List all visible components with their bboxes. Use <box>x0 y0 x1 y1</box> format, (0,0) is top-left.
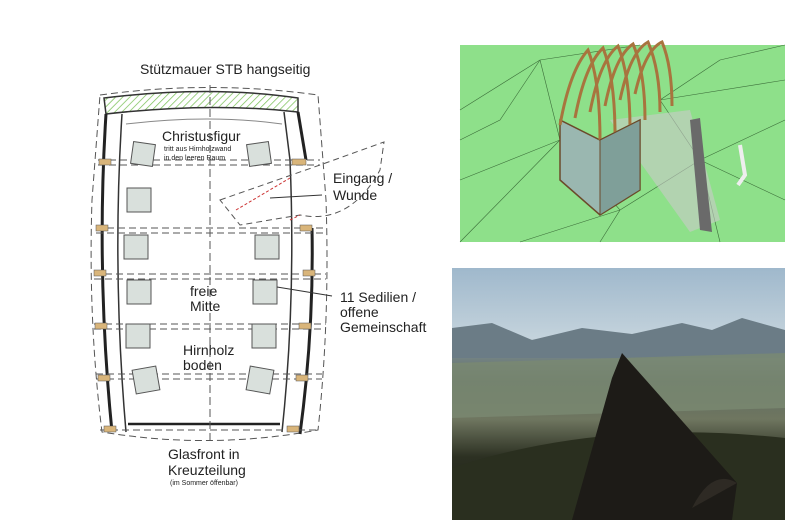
label-christus-line1: tritt aus Hirnholzwand <box>164 146 232 153</box>
label-seats-3: Gemeinschaft <box>340 319 427 335</box>
plan-title: Stützmauer STB hangseitig <box>140 61 311 77</box>
label-center-2: Mitte <box>190 298 221 314</box>
entrance-wedge <box>219 141 385 226</box>
chapel-silhouette <box>572 353 737 520</box>
mountain-range <box>452 318 785 358</box>
right-wall-lower <box>298 227 314 435</box>
label-floor-2: boden <box>183 357 222 373</box>
retaining-wall <box>103 90 299 115</box>
label-floor-1: Hirnholz <box>183 342 235 358</box>
label-entrance-1: Eingang / <box>333 170 393 186</box>
left-wall-inner <box>117 113 127 433</box>
label-christus-line2: in den leeren Raum <box>164 155 226 162</box>
label-seats-2: offene <box>340 304 379 320</box>
right-wall <box>296 111 308 161</box>
label-entrance-2: Wunde <box>333 187 378 203</box>
outer-dashed-outline <box>90 87 328 442</box>
seats <box>123 141 280 395</box>
label-seats-1: 11 Sedilien / <box>340 289 417 305</box>
label-center-1: freie <box>190 283 218 299</box>
site-photo <box>452 268 785 520</box>
right-wall-inner <box>281 111 293 433</box>
label-front-3: (im Sommer öffenbar) <box>170 480 238 487</box>
label-front-1: Glasfront in <box>168 446 240 462</box>
label-front-2: Kreuzteilung <box>168 462 246 478</box>
label-christusfigur: Christusfigur <box>162 128 241 144</box>
